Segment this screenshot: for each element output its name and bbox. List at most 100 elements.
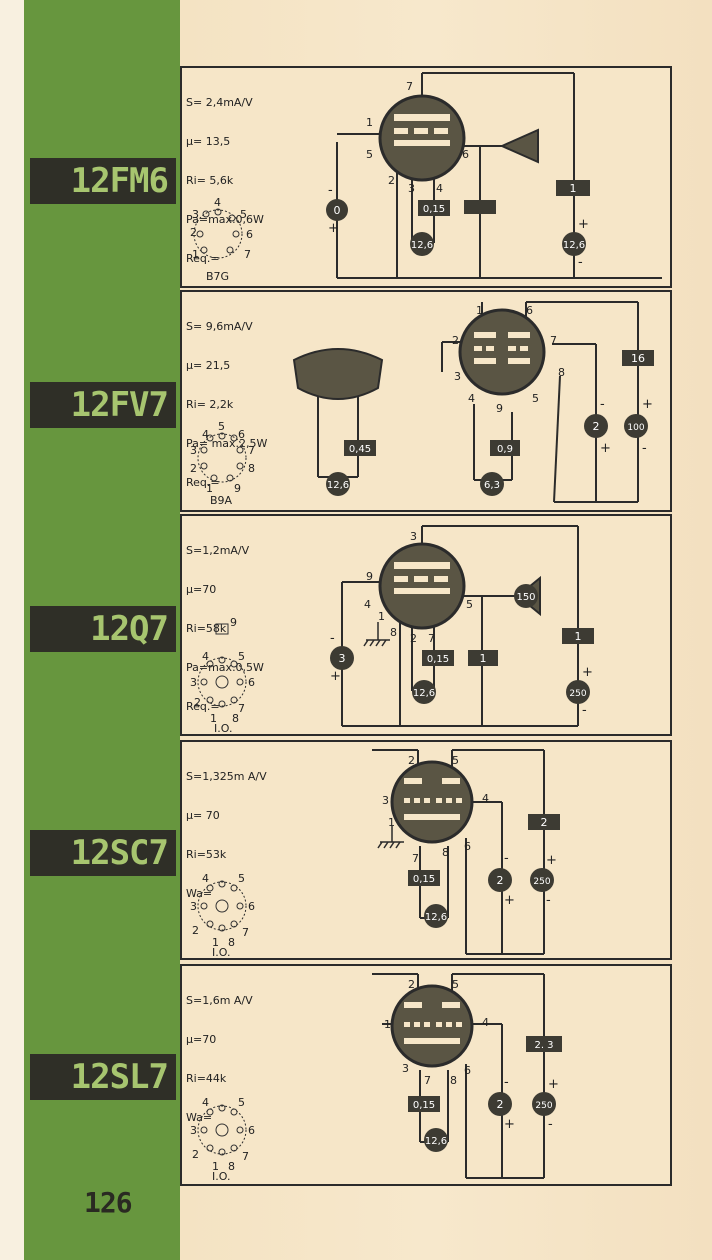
polarity-sign: - bbox=[504, 1075, 509, 1090]
socket-pin-label: 1 bbox=[206, 482, 213, 495]
value-badge bbox=[412, 680, 436, 704]
pin-label: 3 bbox=[402, 1062, 409, 1075]
filament-voltage-value: 6,3 bbox=[484, 480, 500, 491]
value-badge bbox=[562, 232, 586, 256]
value-badge bbox=[424, 1128, 448, 1152]
spec-block: S= 2,4mA/V μ= 13,5 Ri= 5,6k Pa=max.0,6W … bbox=[186, 70, 264, 291]
grid-bias-value: 2 bbox=[497, 1098, 504, 1111]
socket-pin-label: 5 bbox=[240, 208, 247, 221]
value-badge bbox=[622, 350, 654, 366]
socket-pin-label: 1 bbox=[212, 1160, 219, 1173]
value-badge bbox=[480, 472, 504, 496]
pin-label: 3 bbox=[454, 370, 461, 383]
panel-12sl7: S=1,6m A/V μ=70 Ri=44k Wa= bbox=[180, 964, 672, 1186]
filament-voltage-value: 12,6 bbox=[425, 912, 447, 923]
socket-pin-label: 4 bbox=[202, 428, 209, 441]
socket-pin-label: 6 bbox=[248, 1124, 255, 1137]
spec-line: Ri= 2,2k bbox=[186, 398, 234, 411]
plate-voltage-value: 250 bbox=[569, 689, 586, 699]
top-cap-label: 9 bbox=[230, 616, 237, 629]
polarity-sign: - bbox=[546, 893, 551, 908]
spec-line: Ri= 5,6k bbox=[186, 174, 234, 187]
pin-label: 1 bbox=[378, 610, 385, 623]
pin-label: 1 bbox=[384, 1018, 391, 1031]
value-badge bbox=[526, 1036, 562, 1052]
value-badge bbox=[532, 1092, 556, 1116]
pin-label: 6 bbox=[526, 304, 533, 317]
filament-voltage-value: 12,6 bbox=[425, 1136, 447, 1147]
spec-block: S= 9,6mA/V μ= 21,5 Ri= 2,2k Pa= max.2,5W… bbox=[186, 294, 267, 515]
pin-label: 5 bbox=[466, 598, 473, 611]
plate-voltage-value: 250 bbox=[533, 877, 550, 887]
panel-12sc7: S=1,325m A/V μ= 70 Ri=53k Wa= bbox=[180, 740, 672, 960]
spec-line: Pa= max.2,5W bbox=[186, 437, 268, 450]
schematic-12sc7: 2 5 3 4 1 6 7 8 0,15 12,6 2 - + 2 250 + … bbox=[190, 749, 560, 958]
socket-pin-label: 6 bbox=[238, 428, 245, 441]
schematic-12q7: 150 3 9 4 1 5 8 2 7 3 - + 0,15 bbox=[190, 525, 594, 734]
pin-label: 2 bbox=[408, 978, 415, 991]
pin-label: 8 bbox=[390, 626, 397, 639]
socket-pin-label: 4 bbox=[202, 872, 209, 885]
value-badge bbox=[408, 1096, 440, 1112]
top-cap-icon bbox=[215, 623, 229, 635]
value-badge bbox=[326, 472, 350, 496]
tube-envelope-icon bbox=[378, 94, 466, 182]
socket-pin-label: 1 bbox=[192, 248, 199, 261]
value-badge bbox=[584, 414, 608, 438]
socket-pin-label: 4 bbox=[214, 196, 221, 209]
polarity-sign: + bbox=[582, 665, 593, 680]
anode-res-value: 2 bbox=[541, 816, 548, 829]
spec-line: Ri=53k bbox=[186, 848, 227, 861]
pin-label: 8 bbox=[558, 366, 565, 379]
filament-current-value: 0,45 bbox=[349, 444, 371, 455]
socket-pin-label: 6 bbox=[248, 900, 255, 913]
pin-label: 6 bbox=[462, 148, 469, 161]
spec-block: S=1,325m A/V μ= 70 Ri=53k Wa= bbox=[186, 744, 267, 926]
filament-current-value: 0,15 bbox=[423, 204, 445, 215]
socket-pin-label: 6 bbox=[246, 228, 253, 241]
filament-current-value: 0,15 bbox=[427, 654, 449, 665]
polarity-sign: + bbox=[548, 1077, 559, 1092]
spec-line: Pa=max.0,6W bbox=[186, 213, 264, 226]
socket-pin-label: 8 bbox=[232, 712, 239, 725]
socket-pin-label: 3 bbox=[192, 208, 199, 221]
socket-type-label: I.O. bbox=[212, 946, 230, 958]
value-badge bbox=[344, 440, 376, 456]
tube-label-12fm6: 12FM6 bbox=[30, 158, 176, 204]
page-number: 126 bbox=[84, 1186, 133, 1219]
schematic-12sl7: 2 5 1 4 3 6 7 8 0,15 12,6 2 - + 2. 3 250… bbox=[190, 973, 562, 1183]
pin-label: 9 bbox=[366, 570, 373, 583]
socket-pin-label: 8 bbox=[228, 936, 235, 949]
pin-label: 5 bbox=[452, 978, 459, 991]
polarity-sign: + bbox=[600, 441, 611, 456]
pin-label: 1 bbox=[366, 116, 373, 129]
spec-line: μ=70 bbox=[186, 1033, 217, 1046]
value-badge bbox=[530, 868, 554, 892]
polarity-sign: + bbox=[504, 1117, 515, 1132]
socket-diagram: 4 5 6 7 8 1 2 3 I.O. bbox=[190, 872, 255, 958]
pin-label: 4 bbox=[468, 392, 475, 405]
pin-label: 4 bbox=[482, 792, 489, 805]
pin-label: 3 bbox=[382, 794, 389, 807]
socket-pin-label: 2 bbox=[190, 226, 197, 239]
socket-pin-label: 3 bbox=[190, 444, 197, 457]
value-badge bbox=[488, 868, 512, 892]
value-badge bbox=[424, 904, 448, 928]
socket-pin-label: 3 bbox=[190, 676, 197, 689]
pin-label: 7 bbox=[406, 80, 413, 93]
socket-pin-label: 3 bbox=[190, 900, 197, 913]
filament-current-value: 0,15 bbox=[413, 874, 435, 885]
socket-pin-label: 7 bbox=[242, 1150, 249, 1163]
socket-pin-label: 8 bbox=[228, 1160, 235, 1173]
panel-12q7: S=1,2mA/V μ=70 Ri=58k Pa=max.0,5W Req.= bbox=[180, 514, 672, 736]
socket-diagram: 4 5 6 7 8 9 1 2 3 B9A bbox=[190, 420, 255, 507]
filament-voltage-value: 12,6 bbox=[413, 688, 435, 699]
socket-diagram: 9 4 5 6 7 8 1 2 3 I.O. bbox=[190, 616, 255, 734]
polarity-sign: - bbox=[548, 1117, 553, 1132]
spec-line: μ= 21,5 bbox=[186, 359, 231, 372]
polarity-sign: + bbox=[504, 893, 515, 908]
pin-label: 8 bbox=[450, 1074, 457, 1087]
ground-icon bbox=[363, 622, 390, 647]
pin-label: 5 bbox=[532, 392, 539, 405]
